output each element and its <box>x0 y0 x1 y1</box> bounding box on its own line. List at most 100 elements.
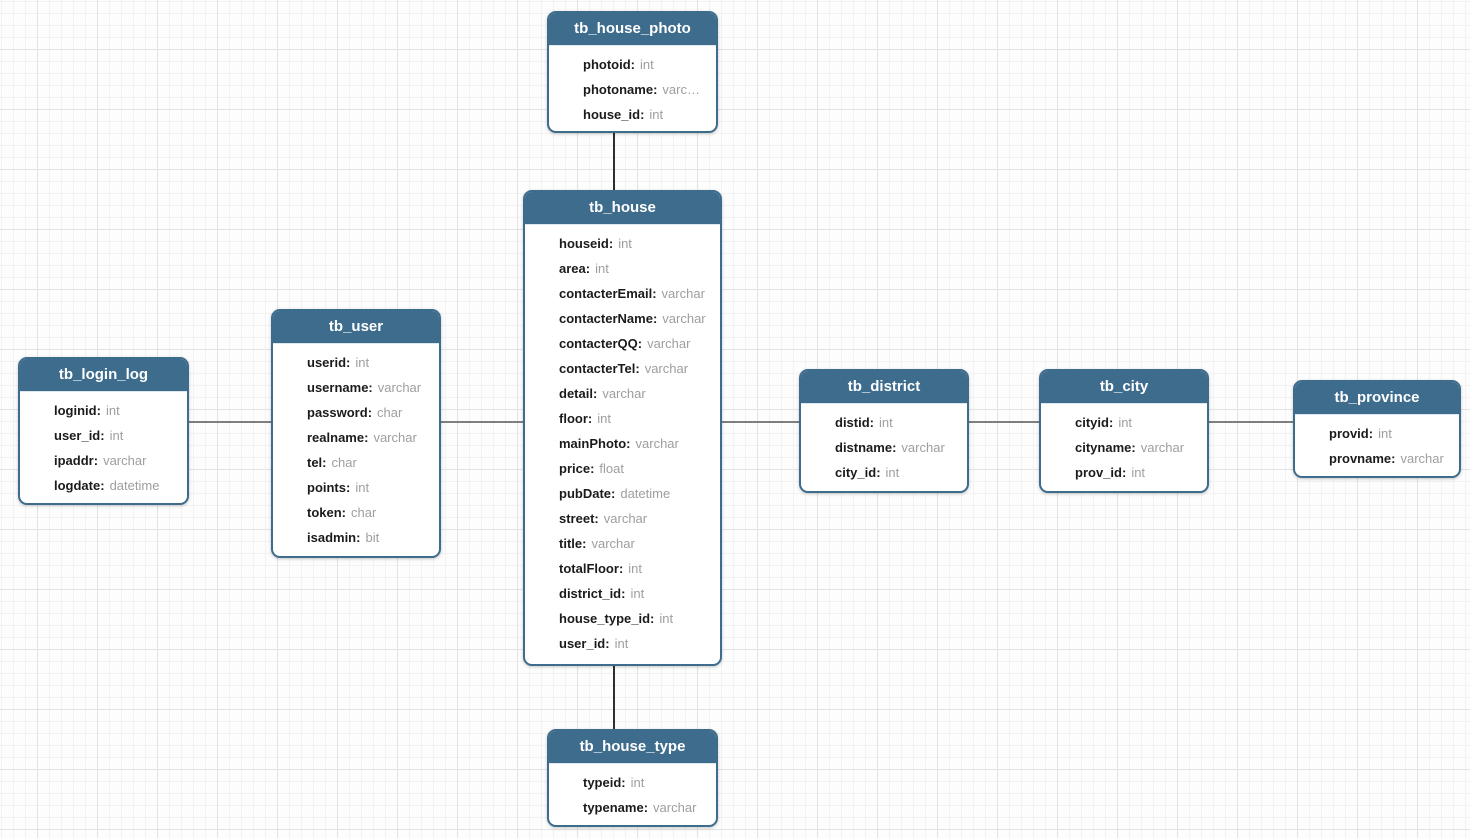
table-body: useridintusernamevarcharpasswordcharreal… <box>273 344 439 555</box>
field-row-city_id: city_idint <box>801 460 967 485</box>
field-row-mainPhoto: mainPhotovarchar <box>525 431 720 456</box>
table-header-tb_login_log[interactable]: tb_login_log <box>20 359 187 392</box>
field-row-house_type_id: house_type_idint <box>525 606 720 631</box>
field-type: varchar <box>377 380 422 395</box>
field-name: price <box>559 461 594 476</box>
entity-table-tb_house[interactable]: tb_househouseidintareaintcontacterEmailv… <box>523 190 722 666</box>
field-name: house_id <box>583 107 644 122</box>
field-type: int <box>630 775 645 790</box>
relationship-connector-tb_house_photo--tb_house[interactable] <box>613 133 615 190</box>
table-header-tb_house_type[interactable]: tb_house_type <box>549 731 716 764</box>
field-name: city_id <box>835 465 881 480</box>
field-name: title <box>559 536 586 551</box>
field-row-username: username varchar <box>273 375 439 400</box>
field-row-points: points int <box>273 475 439 500</box>
field-type: char <box>351 505 377 520</box>
field-row-userid: useridint <box>273 350 439 375</box>
field-type: int <box>595 261 609 276</box>
field-row-isadmin: isadmin bit <box>273 525 439 550</box>
entity-table-tb_district[interactable]: tb_districtdistidintdistnamevarcharcity_… <box>799 369 969 493</box>
field-type: int <box>355 480 370 495</box>
field-row-user_id: user_idint <box>525 631 720 656</box>
field-name: contacterName <box>559 311 657 326</box>
field-type: char <box>331 455 357 470</box>
field-name: isadmin <box>307 530 360 545</box>
table-header-tb_house[interactable]: tb_house <box>525 192 720 225</box>
field-type: varchar <box>901 440 945 455</box>
field-type: varchar <box>1140 440 1185 455</box>
field-name: username <box>307 380 373 395</box>
table-header-tb_house_photo[interactable]: tb_house_photo <box>549 13 716 46</box>
table-body: typeidinttypenamevarchar <box>549 764 716 825</box>
field-row-cityid: cityidint <box>1041 410 1207 435</box>
field-row-contacterEmail: contacterEmailvarchar <box>525 281 720 306</box>
field-name: tel <box>307 455 327 470</box>
field-name: street <box>559 511 599 526</box>
entity-table-tb_house_type[interactable]: tb_house_typetypeidinttypenamevarchar <box>547 729 718 827</box>
field-row-totalFloor: totalFloorint <box>525 556 720 581</box>
field-name: typename <box>583 800 648 815</box>
field-name: user_id <box>54 428 105 443</box>
field-name: password <box>307 405 372 420</box>
table-header-tb_province[interactable]: tb_province <box>1295 382 1459 415</box>
field-row-typename: typename varchar <box>549 795 716 820</box>
entity-table-tb_login_log[interactable]: tb_login_logloginidintuser_idintipaddrva… <box>18 357 189 505</box>
field-name: contacterTel <box>559 361 640 376</box>
field-type: int <box>879 415 893 430</box>
field-type: varchar <box>647 336 691 351</box>
field-row-houseid: houseid int <box>525 231 720 256</box>
field-row-user_id: user_idint <box>20 423 187 448</box>
field-type: varchar <box>662 311 706 326</box>
relationship-connector-tb_user--tb_house[interactable] <box>441 421 523 423</box>
field-row-contacterName: contacterName varchar <box>525 306 720 331</box>
field-type: varchar <box>103 453 147 468</box>
field-type: varchar <box>373 430 417 445</box>
field-row-password: password char <box>273 400 439 425</box>
table-header-tb_district[interactable]: tb_district <box>801 371 967 404</box>
field-row-realname: realnamevarchar <box>273 425 439 450</box>
field-row-floor: floorint <box>525 406 720 431</box>
field-name: area <box>559 261 590 276</box>
field-name: user_id <box>559 636 610 651</box>
field-name: contacterEmail <box>559 286 657 301</box>
field-name: detail <box>559 386 597 401</box>
field-name: token <box>307 505 346 520</box>
field-row-house_id: house_idint <box>549 102 716 127</box>
field-name: photoid <box>583 57 635 72</box>
field-name: points <box>307 480 350 495</box>
entity-table-tb_house_photo[interactable]: tb_house_photophotoidintphotonamevarc…ho… <box>547 11 718 133</box>
relationship-connector-tb_house--tb_house_type[interactable] <box>613 666 615 729</box>
relationship-connector-tb_house--tb_district[interactable] <box>721 421 799 423</box>
field-type: varchar <box>653 800 697 815</box>
entity-table-tb_province[interactable]: tb_provinceprovidintprovnamevarchar <box>1293 380 1461 478</box>
field-name: totalFloor <box>559 561 623 576</box>
field-row-ipaddr: ipaddrvarchar <box>20 448 187 473</box>
table-header-tb_city[interactable]: tb_city <box>1041 371 1207 404</box>
field-type: char <box>377 405 403 420</box>
field-row-contacterTel: contacterTelvarchar <box>525 356 720 381</box>
field-row-prov_id: prov_idint <box>1041 460 1207 485</box>
field-type: int <box>630 586 645 601</box>
field-row-logdate: logdatedatetime <box>20 473 187 498</box>
relationship-connector-tb_login_log--tb_user[interactable] <box>189 421 271 423</box>
field-row-price: pricefloat <box>525 456 720 481</box>
field-name: cityname <box>1075 440 1136 455</box>
relationship-connector-tb_district--tb_city[interactable] <box>969 421 1039 423</box>
field-row-title: titlevarchar <box>525 531 720 556</box>
relationship-connector-tb_city--tb_province[interactable] <box>1209 421 1293 423</box>
table-body: distidintdistnamevarcharcity_idint <box>801 404 967 490</box>
field-type: int <box>640 57 654 72</box>
entity-table-tb_city[interactable]: tb_city cityidint cityname varchar prov_idin… <box>1039 369 1209 493</box>
field-name: houseid <box>559 236 613 251</box>
entity-table-tb_user[interactable]: tb_useruseridintusernamevarcharpasswordc… <box>271 309 441 558</box>
field-name: provname <box>1329 451 1395 466</box>
field-type: bit <box>365 530 380 545</box>
table-header-tb_user[interactable]: tb_user <box>273 311 439 344</box>
field-name: distid <box>835 415 874 430</box>
field-type: int <box>618 236 632 251</box>
field-name: photoname <box>583 82 657 97</box>
field-type: datetime <box>620 486 671 501</box>
field-type: varchar <box>603 511 648 526</box>
field-type: datetime <box>109 478 160 493</box>
